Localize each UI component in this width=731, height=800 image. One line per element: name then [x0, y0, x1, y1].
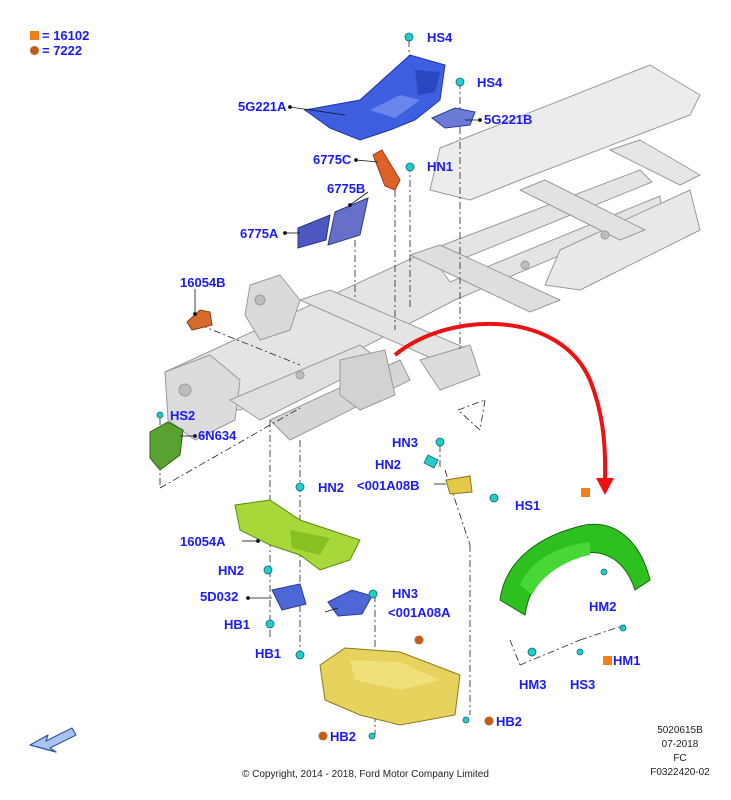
callout-hb1-upper[interactable]: HB1	[224, 617, 251, 632]
splash-shield-16054a	[234, 499, 361, 571]
callout-hn2-mid[interactable]: HN2	[318, 480, 345, 495]
callout-hn2-lower[interactable]: HN2	[218, 563, 245, 578]
callout-hm2[interactable]: HM2	[589, 599, 617, 614]
figure-id: F0322420-02	[650, 767, 710, 778]
bracket-001a08b	[445, 475, 473, 495]
copyright-notice: © Copyright, 2014 - 2018, Ford Motor Com…	[242, 769, 489, 780]
callout-16054b[interactable]: 16054B	[180, 275, 226, 290]
fasteners	[156, 32, 627, 740]
figure-metadata: 5020615B 07-2018 FC F0322420-02	[640, 724, 720, 780]
callout-hn3-lower[interactable]: HN3	[392, 586, 419, 601]
label-leaders	[180, 105, 482, 613]
bracket-6775c	[372, 149, 401, 191]
legend-item-7222: = 7222	[30, 43, 89, 58]
callout-hn2-upper[interactable]: HN2	[375, 457, 402, 472]
callout-6n634[interactable]: 6N634	[198, 428, 237, 443]
orange-square-icon	[30, 31, 39, 40]
vehicle-frame	[164, 64, 701, 441]
markers-7222	[318, 635, 494, 741]
callout-5g221b[interactable]: 5G221B	[484, 112, 533, 127]
bracket-5d032	[271, 583, 307, 611]
callout-hn1[interactable]: HN1	[427, 159, 454, 174]
legend-label: = 16102	[42, 28, 90, 43]
callout-5g221a[interactable]: 5G221A	[238, 99, 287, 114]
callout-hb1-lower[interactable]: HB1	[255, 646, 282, 661]
heat-shield-6775b	[327, 197, 369, 246]
legend-item-16102: = 16102	[30, 28, 89, 43]
figure-date: 07-2018	[661, 739, 699, 750]
figure-fc: FC	[673, 753, 687, 764]
callout-hs2[interactable]: HS2	[170, 408, 196, 423]
callout-5d032[interactable]: 5D032	[200, 589, 239, 604]
callout-hs4-mid[interactable]: HS4	[477, 75, 503, 90]
callout-6775b[interactable]: 6775B	[327, 181, 366, 196]
callout-hm3[interactable]: HM3	[519, 677, 547, 692]
callout-6775c[interactable]: 6775C	[313, 152, 352, 167]
callout-hb2-left[interactable]: HB2	[330, 729, 357, 744]
callout-16054a[interactable]: 16054A	[180, 534, 226, 549]
bracket-16054b	[186, 309, 213, 331]
wheel-liner	[499, 523, 651, 616]
direction-arrow-icon[interactable]	[29, 727, 77, 753]
callout-hn3-upper[interactable]: HN3	[392, 435, 419, 450]
callout-hs3[interactable]: HS3	[570, 677, 596, 692]
heat-shield-5g221b	[431, 107, 476, 129]
callout-hb2-right[interactable]: HB2	[496, 714, 523, 729]
splash-shield-6n634	[149, 421, 184, 471]
heat-shield-6775a	[297, 214, 331, 249]
skid-plate	[319, 647, 461, 726]
brown-dot-icon	[30, 46, 39, 55]
callout-6775a[interactable]: 6775A	[240, 226, 279, 241]
callout-hs4-top[interactable]: HS4	[427, 30, 453, 45]
legend: = 16102 = 7222	[30, 28, 89, 58]
heat-shield-5g221a	[303, 54, 446, 141]
markers-16102	[581, 488, 612, 665]
bracket-001a08a-shield	[327, 589, 373, 617]
callout-hm1[interactable]: HM1	[613, 653, 641, 668]
callout-hs1[interactable]: HS1	[515, 498, 541, 513]
figure-code: 5020615B	[657, 725, 703, 736]
red-transfer-arrow	[393, 321, 614, 495]
callout-001a08b[interactable]: <001A08B	[357, 478, 420, 493]
callout-001a08a[interactable]: <001A08A	[388, 605, 451, 620]
legend-label: = 7222	[42, 43, 83, 58]
